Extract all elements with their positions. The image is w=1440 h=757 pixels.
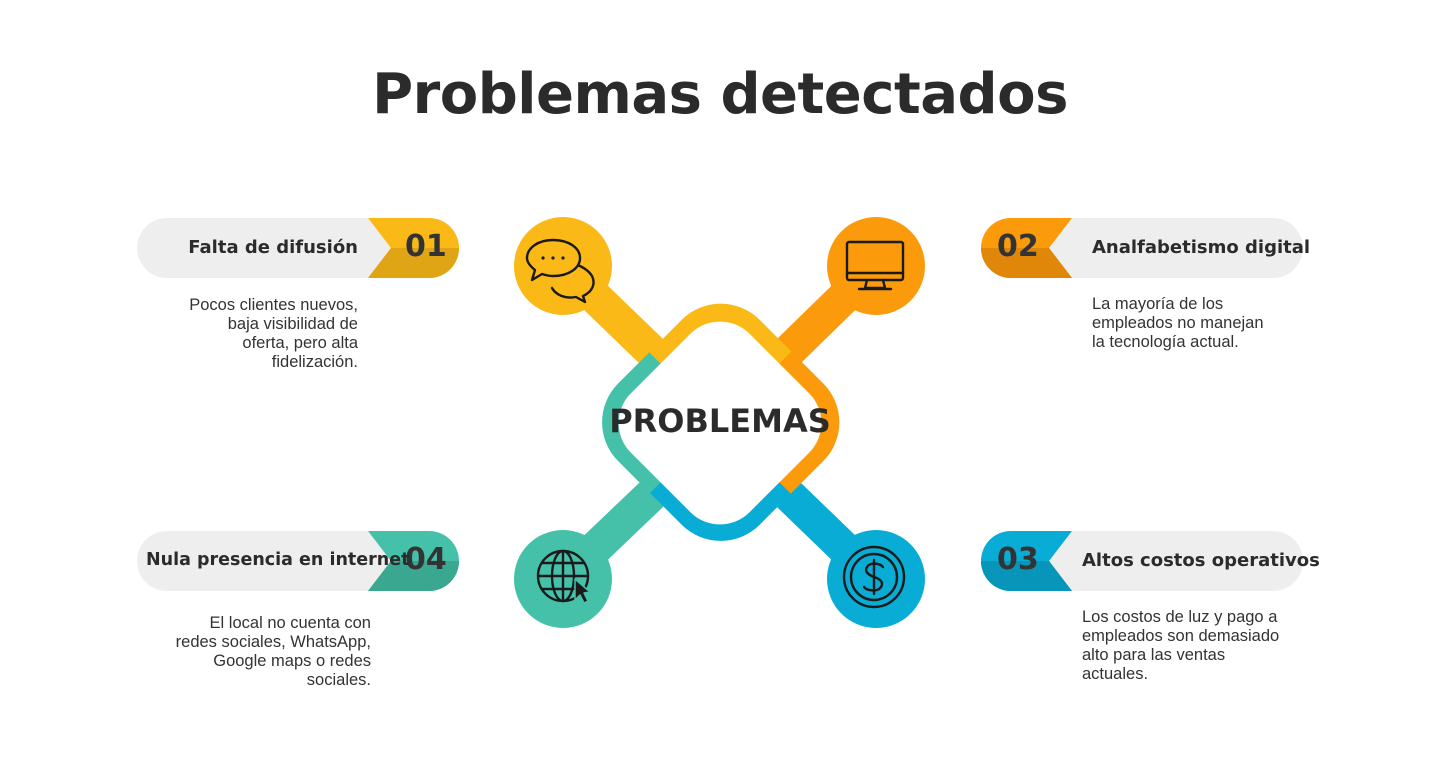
central-diamond: [602, 303, 840, 541]
problem-title: Falta de difusión: [188, 237, 358, 258]
chat-bubbles-icon: [525, 238, 595, 304]
description-line: oferta, pero alta: [242, 334, 358, 352]
pill-number-tab: [981, 531, 1072, 591]
dollar-coin-icon: [842, 545, 906, 609]
description-line: La mayoría de los: [1092, 295, 1224, 313]
problem-01-pill: 01 Falta de difusión: [137, 218, 459, 278]
problems-diagram: [514, 217, 925, 628]
problem-03-description: Los costos de luz y pago a empleados son…: [1082, 608, 1322, 684]
problem-number: 04: [405, 542, 447, 577]
description-line: la tecnología actual.: [1092, 333, 1239, 351]
problem-number: 01: [405, 229, 447, 264]
description-line: El local no cuenta con: [209, 614, 371, 632]
problem-title: Analfabetismo digital: [1092, 237, 1311, 258]
problem-01-description: Pocos clientes nuevos, baja visibilidad …: [140, 296, 358, 372]
problem-number: 02: [997, 229, 1039, 264]
description-line: actuales.: [1082, 665, 1149, 683]
problem-02-pill: 02 Analfabetismo digital: [981, 218, 1310, 278]
description-line: empleados son demasiado: [1082, 627, 1280, 645]
pill-number-tab: [368, 218, 459, 278]
pill-number-tab: [981, 218, 1072, 278]
description-line: Pocos clientes nuevos,: [189, 296, 358, 314]
description-line: alto para las ventas: [1082, 646, 1226, 664]
problem-title: Altos costos operativos: [1082, 550, 1320, 571]
problem-04-pill: 04 Nula presencia en internet: [137, 531, 459, 591]
problem-title: Nula presencia en internet: [146, 550, 410, 570]
description-line: baja visibilidad de: [227, 315, 358, 333]
description-line: Google maps o redes: [213, 652, 371, 670]
problem-number: 03: [997, 542, 1039, 577]
problem-03-pill: 03 Altos costos operativos: [981, 531, 1320, 591]
pill-number-tab: [368, 531, 459, 591]
description-line: fidelización.: [271, 353, 358, 371]
description-line: empleados no manejan: [1092, 314, 1264, 332]
description-line: Los costos de luz y pago a: [1082, 608, 1278, 626]
page-title: Problemas detectados: [372, 62, 1068, 127]
problem-02-description: La mayoría de los empleados no manejan l…: [1092, 295, 1312, 352]
globe-cursor-icon: [536, 549, 591, 604]
description-line: redes sociales, WhatsApp,: [175, 633, 371, 651]
monitor-icon: [845, 240, 905, 291]
description-line: sociales.: [306, 671, 371, 689]
problem-04-description: El local no cuenta con redes sociales, W…: [140, 614, 371, 690]
center-label: PROBLEMAS: [609, 402, 831, 440]
icon-circle-02: [827, 217, 925, 315]
